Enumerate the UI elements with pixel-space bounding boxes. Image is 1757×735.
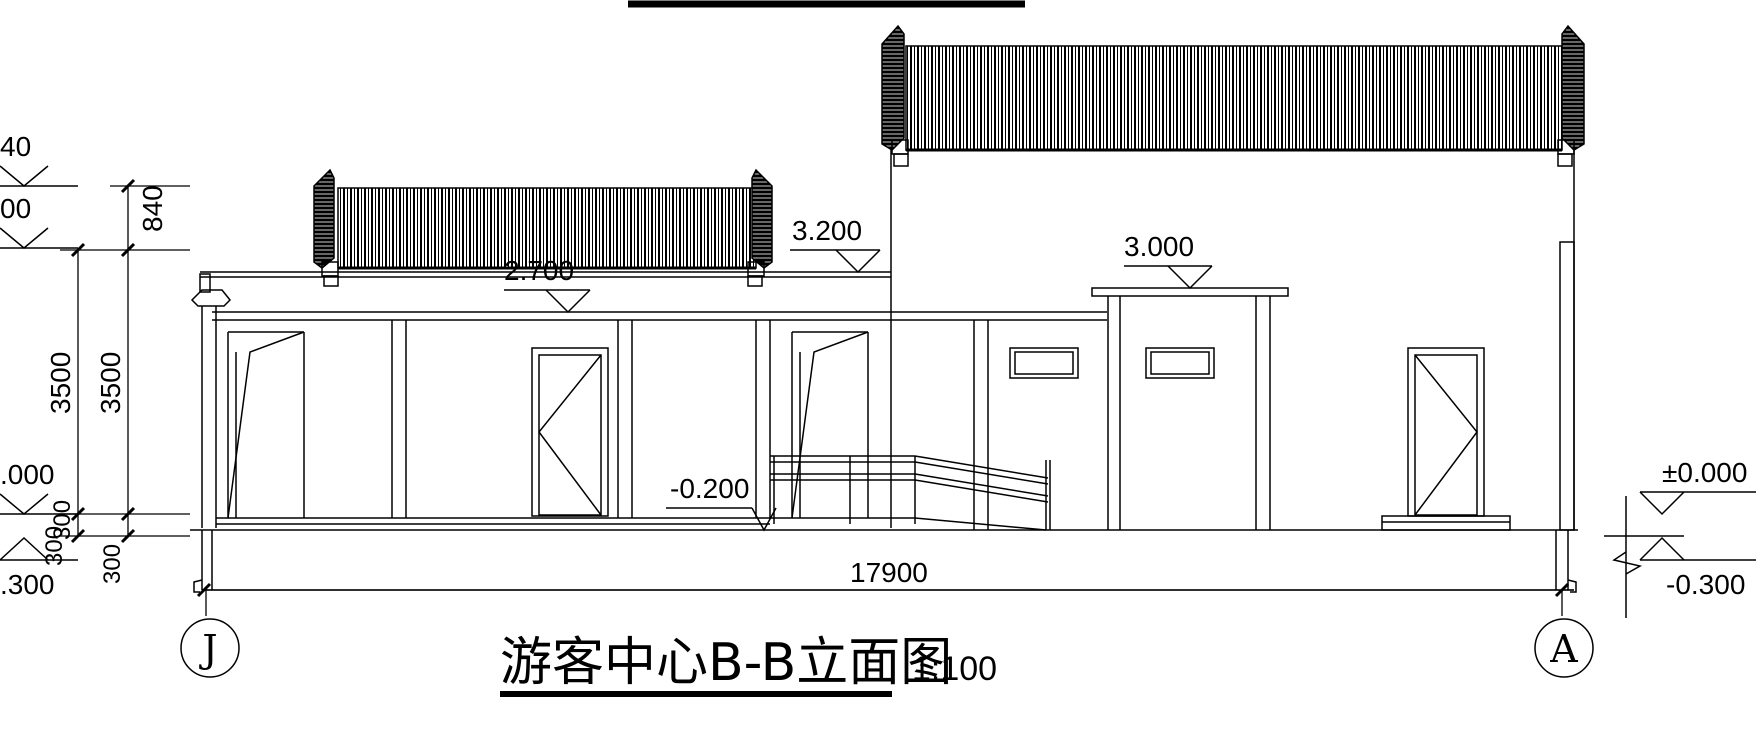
ramp-railing (770, 455, 1051, 531)
drawing-title: 游客中心B-B立面图 (500, 633, 952, 693)
dim-plinth-b: 300 (41, 526, 68, 566)
high-roof (881, 24, 1585, 167)
level-base-right: -0.300 (1666, 569, 1745, 600)
labels: 3.200 2.700 3.000 -0.200 ±0.000 -0.300 4… (0, 131, 1747, 693)
dimension-lines (60, 178, 1574, 616)
dim-plinth-a: 300 (49, 500, 76, 540)
level-markers (0, 165, 1756, 618)
low-roof (313, 168, 773, 287)
level-roof-mid: 3.200 (792, 215, 862, 246)
doors (227, 331, 1511, 531)
dim-parapet: 840 (137, 185, 168, 232)
level-ground-left: -0.200 (670, 473, 749, 504)
drawing-scale: 1:100 (912, 650, 997, 688)
level-roof-low: 2.700 (504, 255, 574, 286)
axis-label-a: A (1549, 627, 1578, 671)
level-left-cut-3: .000 (0, 459, 55, 490)
dim-wall-height-a: 3500 (45, 352, 76, 414)
annex-block (1009, 287, 1289, 530)
level-left-cut-1: 40 (0, 131, 31, 162)
dim-total-length: 17900 (850, 557, 928, 588)
level-left-cut-2: 00 (0, 193, 31, 224)
dim-wall-height-b: 3500 (95, 352, 126, 414)
axis-bubble-j (180, 618, 240, 678)
axis-label-j: J (198, 627, 217, 671)
dim-plinth-c: 300 (99, 544, 126, 584)
level-left-cut-4: .300 (0, 569, 55, 600)
level-ground-right: ±0.000 (1662, 457, 1747, 488)
level-roof-annex: 3.000 (1124, 231, 1194, 262)
axis-bubble-a (1534, 618, 1594, 678)
